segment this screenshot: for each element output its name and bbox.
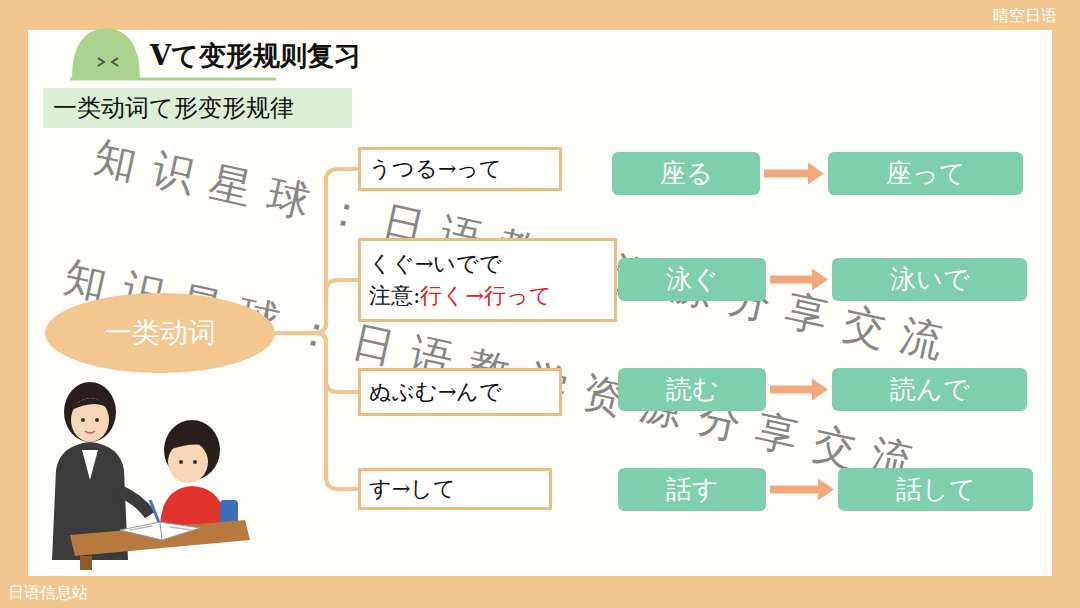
te-form-box: 泳いで: [832, 258, 1027, 301]
arrow-connector: [770, 479, 834, 501]
node-text: 読む: [666, 372, 719, 407]
title-underline: [70, 78, 276, 81]
rule-box: ぬぶむ→んで: [358, 368, 562, 416]
verb-box: 泳ぐ: [618, 258, 766, 301]
te-form-box: 読んで: [832, 368, 1027, 411]
slide-title: Vて变形规则复习: [150, 38, 361, 74]
node-text: 一类动词て形变形规律: [53, 92, 342, 124]
node-text: うつる→って: [369, 153, 551, 185]
rule-box: くぐ→いでで注意:行く→行って: [358, 238, 617, 322]
node-text: 泳いで: [890, 262, 970, 297]
blob-face: [98, 58, 118, 66]
node-text: 行く→行って: [420, 283, 551, 308]
brand-label: 晴空日语: [993, 6, 1057, 27]
te-form-box: 座って: [828, 152, 1023, 195]
blob-icon: [72, 28, 140, 78]
group-oval: 一类动词: [45, 293, 275, 373]
node-text: 読んで: [890, 372, 970, 407]
verb-box: 話す: [618, 468, 766, 511]
arrow-connector: [764, 163, 824, 185]
arrow-connector: [770, 379, 828, 401]
node-text: 座る: [660, 156, 713, 191]
te-form-box: 話して: [838, 468, 1033, 511]
node-text: 座って: [886, 156, 966, 191]
verb-box: 読む: [618, 368, 766, 411]
node-text: 注意:: [369, 283, 420, 308]
node-text: くぐ→いでで: [369, 248, 606, 280]
node-text: 泳ぐ: [666, 262, 719, 297]
node-text: 一类动词: [104, 314, 216, 352]
node-text: す→して: [369, 473, 541, 505]
teacher-student-picture: [52, 382, 250, 570]
node-text: 話す: [666, 472, 719, 507]
rule-box: す→して: [358, 468, 552, 510]
rule-box: うつる→って: [358, 147, 562, 191]
node-text: ぬぶむ→んで: [369, 376, 551, 408]
verb-box: 座る: [612, 152, 760, 195]
footer-label: 日语信息站: [8, 583, 88, 604]
subtitle-band: 一类动词て形变形规律: [43, 88, 352, 128]
node-text: 話して: [896, 472, 976, 507]
text-line: 注意:行く→行って: [369, 280, 606, 312]
